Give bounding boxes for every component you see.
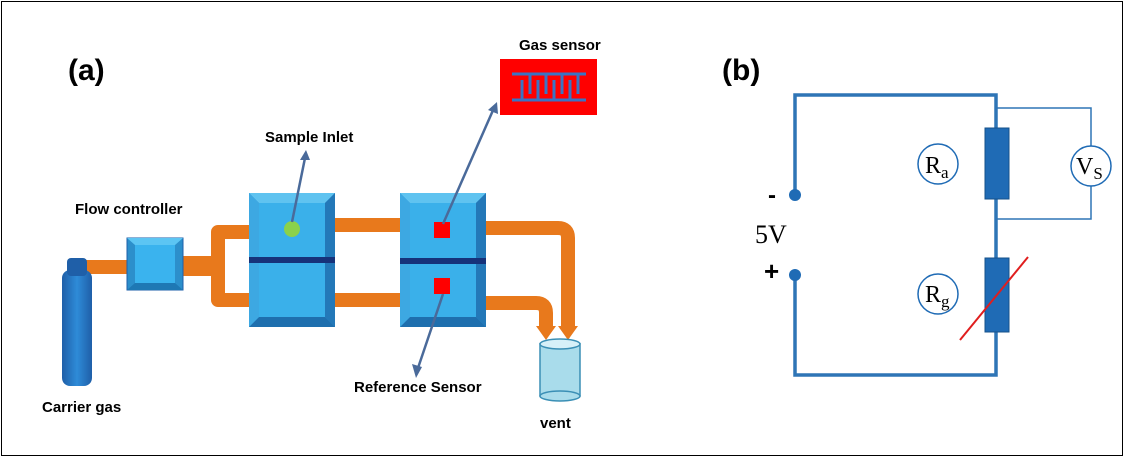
sample-inlet-dot (284, 221, 300, 237)
voltage-label: 5V (755, 220, 787, 249)
gas-sensor-label: Gas sensor (519, 37, 601, 54)
callout-arrows (290, 102, 498, 378)
variable-resistor-slash (959, 256, 1029, 341)
svg-text:Ra: Ra (925, 153, 949, 182)
resistor-rg (984, 257, 1010, 333)
rg-symbol: Rg (917, 273, 959, 315)
orange-pipes (82, 218, 575, 330)
panel-a: (a) (42, 37, 601, 432)
panel-b: (b) Ra Rg VS - (722, 54, 1112, 377)
gas-sensor-chip (434, 222, 450, 238)
panel-a-label: (a) (68, 54, 105, 87)
flow-controller-box (126, 237, 184, 291)
pipe-junction (183, 256, 213, 276)
vent-label: vent (540, 415, 571, 432)
vent-arrow-1 (558, 326, 578, 340)
negative-terminal (789, 189, 801, 201)
sensor-chamber (400, 193, 486, 327)
flow-controller-label: Flow controller (75, 201, 183, 218)
sample-inlet-label: Sample Inlet (265, 129, 353, 146)
vent-container (539, 338, 581, 402)
panel-b-label: (b) (722, 54, 760, 87)
svg-text:Rg: Rg (925, 282, 950, 311)
plus-sign: + (764, 256, 779, 286)
vs-symbol: VS (1070, 145, 1112, 187)
circuit-wires (793, 93, 998, 377)
minus-sign: - (768, 182, 776, 209)
gas-sensor-element (500, 59, 597, 115)
carrier-gas-label: Carrier gas (42, 399, 121, 416)
carrier-gas-cylinder (62, 258, 92, 386)
positive-terminal (789, 269, 801, 281)
reference-sensor-chip (434, 278, 450, 294)
sample-chamber (249, 193, 335, 327)
resistor-ra (984, 127, 1010, 200)
vent-arrow-2 (536, 326, 556, 340)
svg-text:VS: VS (1076, 154, 1103, 183)
reference-sensor-label: Reference Sensor (354, 379, 482, 396)
ra-symbol: Ra (917, 143, 959, 185)
